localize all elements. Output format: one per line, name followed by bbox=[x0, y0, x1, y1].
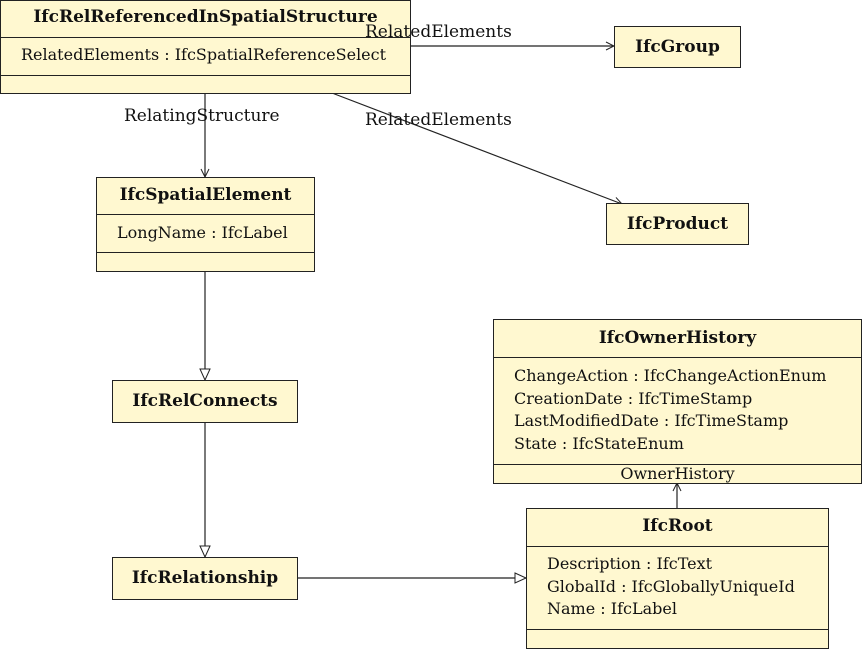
attribute-row: Name : IfcLabel bbox=[547, 599, 677, 618]
class-name: IfcSpatialElement bbox=[119, 185, 292, 205]
class-ifc-owner-history[interactable]: IfcOwnerHistory ChangeAction : IfcChange… bbox=[493, 319, 862, 484]
edge-label-related-elements-group: RelatedElements bbox=[365, 22, 512, 42]
edge-label-relating-structure: RelatingStructure bbox=[124, 106, 280, 126]
association-end-label: OwnerHistory bbox=[620, 464, 735, 483]
attribute-row: LastModifiedDate : IfcTimeStamp bbox=[514, 411, 789, 430]
attribute-row: ChangeAction : IfcChangeActionEnum bbox=[514, 366, 827, 385]
class-ifc-root[interactable]: IfcRoot Description : IfcText GlobalId :… bbox=[526, 508, 829, 649]
attribute-row: State : IfcStateEnum bbox=[514, 433, 684, 453]
attribute-row: CreationDate : IfcTimeStamp bbox=[514, 388, 753, 408]
class-ifc-group[interactable]: IfcGroup bbox=[614, 26, 741, 68]
attribute-list: Description : IfcText GlobalId : IfcGlob… bbox=[547, 553, 828, 621]
class-name: IfcRelConnects bbox=[132, 391, 278, 411]
class-ifc-rel-referenced-in-spatial-structure[interactable]: IfcRelReferencedInSpatialStructure Relat… bbox=[0, 0, 411, 94]
class-name: IfcProduct bbox=[626, 214, 729, 234]
class-ifc-rel-connects[interactable]: IfcRelConnects bbox=[112, 380, 298, 423]
class-ifc-relationship[interactable]: IfcRelationship bbox=[112, 557, 298, 600]
attribute-row: GlobalId : IfcGloballyUniqueId bbox=[547, 576, 795, 596]
class-name: IfcRoot bbox=[642, 516, 713, 536]
attribute-list: ChangeAction : IfcChangeActionEnum Creat… bbox=[514, 365, 861, 455]
attribute-row: LongName : IfcLabel bbox=[117, 223, 288, 242]
edge-label-related-elements-product: RelatedElements bbox=[365, 110, 512, 130]
class-name: IfcRelReferencedInSpatialStructure bbox=[33, 7, 378, 27]
attribute-row: RelatedElements : IfcSpatialReferenceSel… bbox=[21, 45, 387, 64]
class-ifc-product[interactable]: IfcProduct bbox=[606, 203, 749, 245]
class-name: IfcOwnerHistory bbox=[598, 328, 757, 348]
attribute-row: Description : IfcText bbox=[547, 554, 713, 573]
class-ifc-spatial-element[interactable]: IfcSpatialElement LongName : IfcLabel bbox=[96, 177, 315, 272]
class-name: IfcGroup bbox=[635, 37, 720, 57]
edge-related-elements-product bbox=[331, 92, 622, 204]
class-name: IfcRelationship bbox=[131, 568, 279, 588]
